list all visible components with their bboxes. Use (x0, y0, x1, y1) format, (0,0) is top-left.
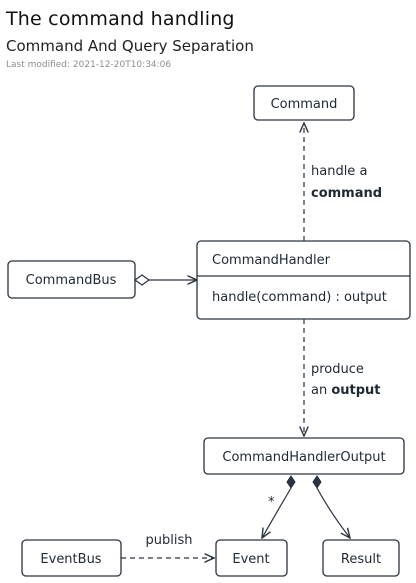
composition-diamond-icon (286, 475, 296, 489)
command-node-label: Command (271, 97, 338, 112)
produce-edge-label-prefix: an (311, 383, 331, 398)
event-bus-node: EventBus (21, 539, 122, 577)
handle-command-edge: handle a command (304, 123, 382, 241)
command-handler-node: CommandHandler handle(command) : output (196, 240, 411, 320)
produce-edge-label-line2: an output (311, 383, 381, 398)
publish-edge-label: publish (146, 533, 193, 548)
produce-edge-label-bold: output (331, 383, 380, 398)
event-multiplicity-label: * (268, 495, 275, 510)
result-node: Result (322, 539, 400, 577)
produce-edge-label-line1: produce (311, 362, 364, 377)
publish-edge: publish (121, 533, 214, 558)
produce-output-edge: produce an output (304, 319, 381, 436)
event-node-label: Event (232, 552, 269, 567)
command-bus-node: CommandBus (7, 260, 136, 299)
command-handler-method: handle(command) : output (212, 290, 387, 305)
command-bus-node-label: CommandBus (26, 273, 117, 288)
diagram-title: The command handling (6, 8, 235, 30)
aggregation-diamond-icon (133, 274, 151, 286)
output-event-composition-edge: * (262, 475, 296, 538)
output-result-composition-edge (312, 475, 350, 538)
diagram-subtitle: Command And Query Separation (6, 37, 254, 55)
composition-diamond-icon (312, 475, 322, 489)
event-bus-node-label: EventBus (40, 552, 101, 567)
result-node-label: Result (341, 552, 381, 567)
handle-edge-label-line1: handle a (311, 164, 367, 179)
command-node: Command (253, 85, 355, 121)
last-modified-text: Last modified: 2021-12-20T10:34:06 (6, 60, 172, 70)
handle-edge-label-line2: command (311, 186, 382, 201)
command-handler-name: CommandHandler (212, 253, 331, 268)
command-handler-output-node: CommandHandlerOutput (203, 437, 405, 475)
event-node: Event (215, 539, 288, 577)
command-handler-output-label: CommandHandlerOutput (222, 450, 385, 465)
bus-handler-aggregation-edge (133, 274, 197, 286)
